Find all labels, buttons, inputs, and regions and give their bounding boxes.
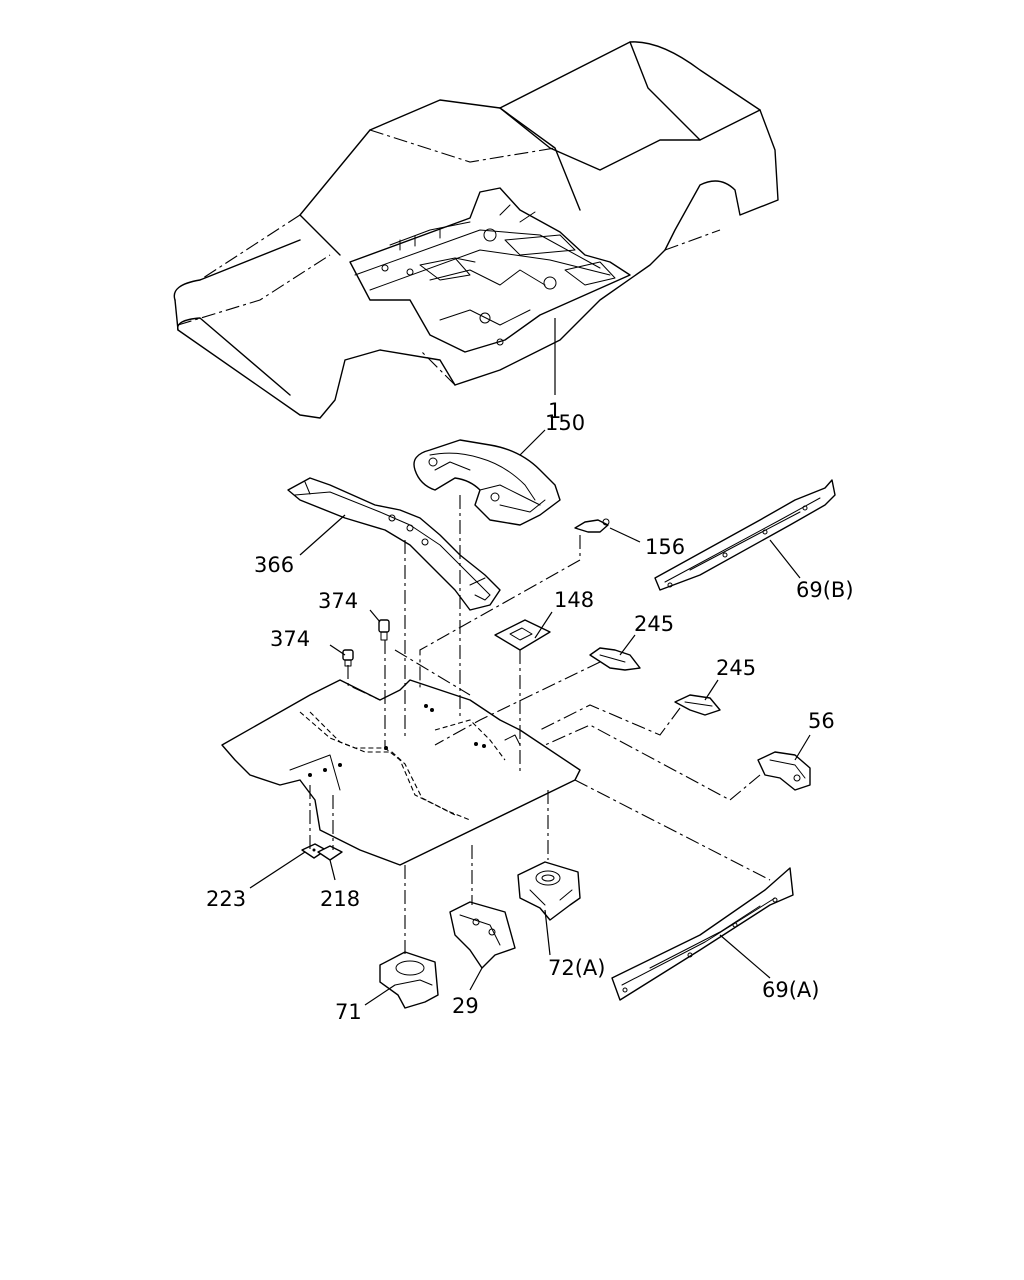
label-part-56: 56 bbox=[808, 709, 835, 733]
label-part-374-b: 374 bbox=[270, 627, 310, 651]
part-labels: 1 150 366 156 69(B) 374 374 148 245 245 … bbox=[206, 399, 854, 1024]
side-sill-69a bbox=[611, 867, 794, 1001]
label-part-245-a: 245 bbox=[634, 612, 674, 636]
mount-72a bbox=[517, 861, 581, 921]
label-part-69b: 69(B) bbox=[796, 578, 854, 602]
label-part-148: 148 bbox=[554, 588, 594, 612]
vehicle-body-outline bbox=[173, 41, 779, 419]
bracket-218 bbox=[317, 845, 343, 861]
label-part-72a: 72(A) bbox=[548, 956, 605, 980]
mount-71 bbox=[379, 951, 439, 1009]
bracket-156 bbox=[574, 518, 610, 533]
cross-member-366 bbox=[287, 477, 501, 611]
label-part-374-a: 374 bbox=[318, 589, 358, 613]
side-sill-69b bbox=[654, 479, 836, 591]
bolt-374-a bbox=[378, 619, 390, 641]
floor-pan-assembly bbox=[349, 187, 631, 353]
bracket-29 bbox=[449, 901, 516, 969]
plate-148 bbox=[494, 619, 551, 651]
leader-lines bbox=[249, 318, 811, 1006]
label-part-245-b: 245 bbox=[716, 656, 756, 680]
label-part-150: 150 bbox=[545, 411, 585, 435]
main-floor-panel bbox=[221, 679, 581, 866]
installation-lines bbox=[309, 495, 771, 955]
label-part-71: 71 bbox=[335, 1000, 362, 1024]
label-part-156: 156 bbox=[645, 535, 685, 559]
bolt-374-b bbox=[342, 649, 354, 667]
label-part-366: 366 bbox=[254, 553, 294, 577]
tunnel-reinforcement-150 bbox=[413, 439, 561, 526]
bracket-56 bbox=[757, 751, 811, 791]
bracket-245-a bbox=[589, 647, 641, 671]
label-part-29: 29 bbox=[452, 994, 479, 1018]
label-part-1: 1 bbox=[548, 399, 561, 423]
label-part-223: 223 bbox=[206, 887, 246, 911]
bracket-245-b bbox=[674, 694, 721, 716]
label-part-69a: 69(A) bbox=[762, 978, 819, 1002]
label-part-218: 218 bbox=[320, 887, 360, 911]
